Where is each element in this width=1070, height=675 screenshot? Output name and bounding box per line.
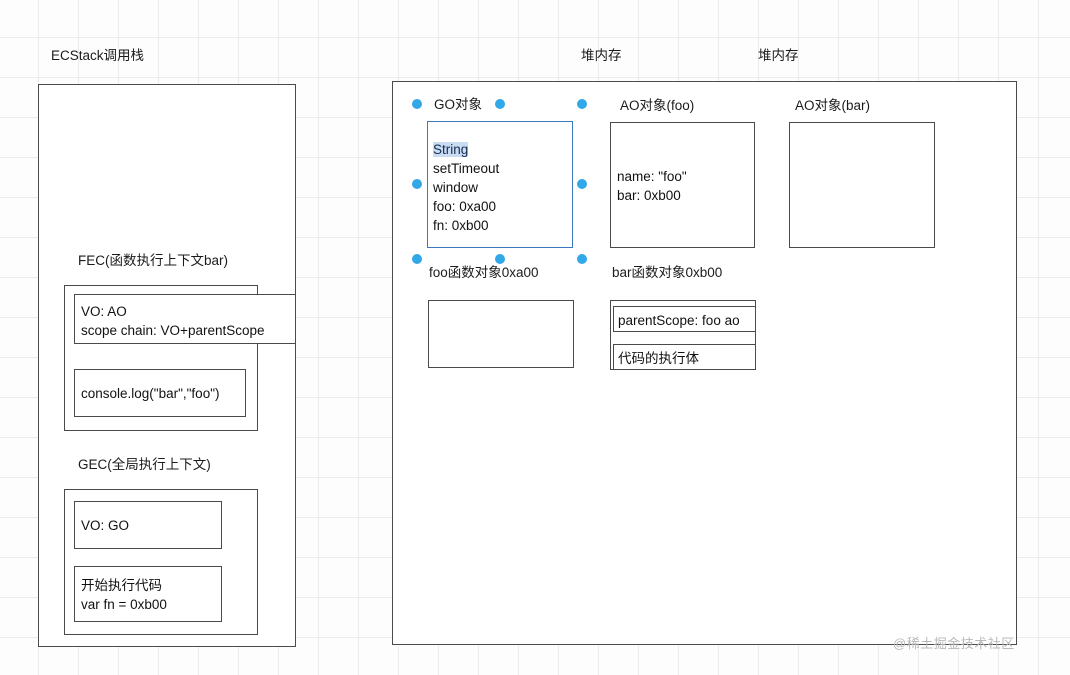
gec-vo-box: VO: GO xyxy=(74,501,222,549)
ao-bar-title: AO对象(bar) xyxy=(795,98,871,113)
bar-fn-code-row[interactable]: 代码的执行体 xyxy=(613,344,756,370)
resize-handle-bottom-center[interactable] xyxy=(495,254,505,264)
fec-vo-text: VO: AO scope chain: VO+parentScope xyxy=(81,304,265,338)
go-object-title: GO对象 xyxy=(434,97,483,112)
go-object-line-2: window xyxy=(433,180,479,195)
heap-label-right: 堆内存 xyxy=(758,48,799,63)
gec-vo-text: VO: GO xyxy=(81,518,130,533)
fec-vo-box: VO: AO scope chain: VO+parentScope xyxy=(74,294,296,344)
bar-fn-title: bar函数对象0xb00 xyxy=(612,265,723,280)
go-object-line-4: fn: 0xb00 xyxy=(433,218,489,233)
ao-foo-title: AO对象(foo) xyxy=(620,98,695,113)
resize-handle-top-left[interactable] xyxy=(412,99,422,109)
resize-handle-middle-left[interactable] xyxy=(412,179,422,189)
go-object-box[interactable]: String setTimeout window foo: 0xa00 fn: … xyxy=(427,121,573,248)
bar-fn-code-text: 代码的执行体 xyxy=(618,351,699,366)
resize-handle-middle-right[interactable] xyxy=(577,179,587,189)
bar-fn-parentscope-text: parentScope: foo ao xyxy=(618,313,740,328)
ao-foo-box[interactable]: name: "foo" bar: 0xb00 xyxy=(610,122,755,248)
ao-bar-box[interactable] xyxy=(789,122,935,248)
resize-handle-top-right[interactable] xyxy=(577,99,587,109)
fec-code-box: console.log("bar","foo") xyxy=(74,369,246,417)
foo-fn-box[interactable] xyxy=(428,300,574,368)
bar-fn-parentscope-row[interactable]: parentScope: foo ao xyxy=(613,306,756,332)
resize-handle-bottom-left[interactable] xyxy=(412,254,422,264)
go-object-line-highlighted: String xyxy=(433,140,469,159)
gec-title: GEC(全局执行上下文) xyxy=(78,457,211,472)
resize-handle-bottom-right[interactable] xyxy=(577,254,587,264)
go-object-line-3: foo: 0xa00 xyxy=(433,199,497,214)
resize-handle-top-center[interactable] xyxy=(495,99,505,109)
gec-code-text: 开始执行代码 var fn = 0xb00 xyxy=(81,578,167,612)
ecstack-title: ECStack调用栈 xyxy=(51,48,145,63)
go-object-line-1: setTimeout xyxy=(433,161,500,176)
heap-label-left: 堆内存 xyxy=(581,48,622,63)
gec-code-box: 开始执行代码 var fn = 0xb00 xyxy=(74,566,222,622)
fec-code-text: console.log("bar","foo") xyxy=(81,386,220,401)
watermark: @稀土掘金技术社区 xyxy=(893,636,1015,651)
go-object-highlight: String xyxy=(433,142,469,157)
fec-title: FEC(函数执行上下文bar) xyxy=(78,253,229,268)
foo-fn-title: foo函数对象0xa00 xyxy=(429,265,539,280)
ao-foo-body: name: "foo" bar: 0xb00 xyxy=(617,169,687,203)
